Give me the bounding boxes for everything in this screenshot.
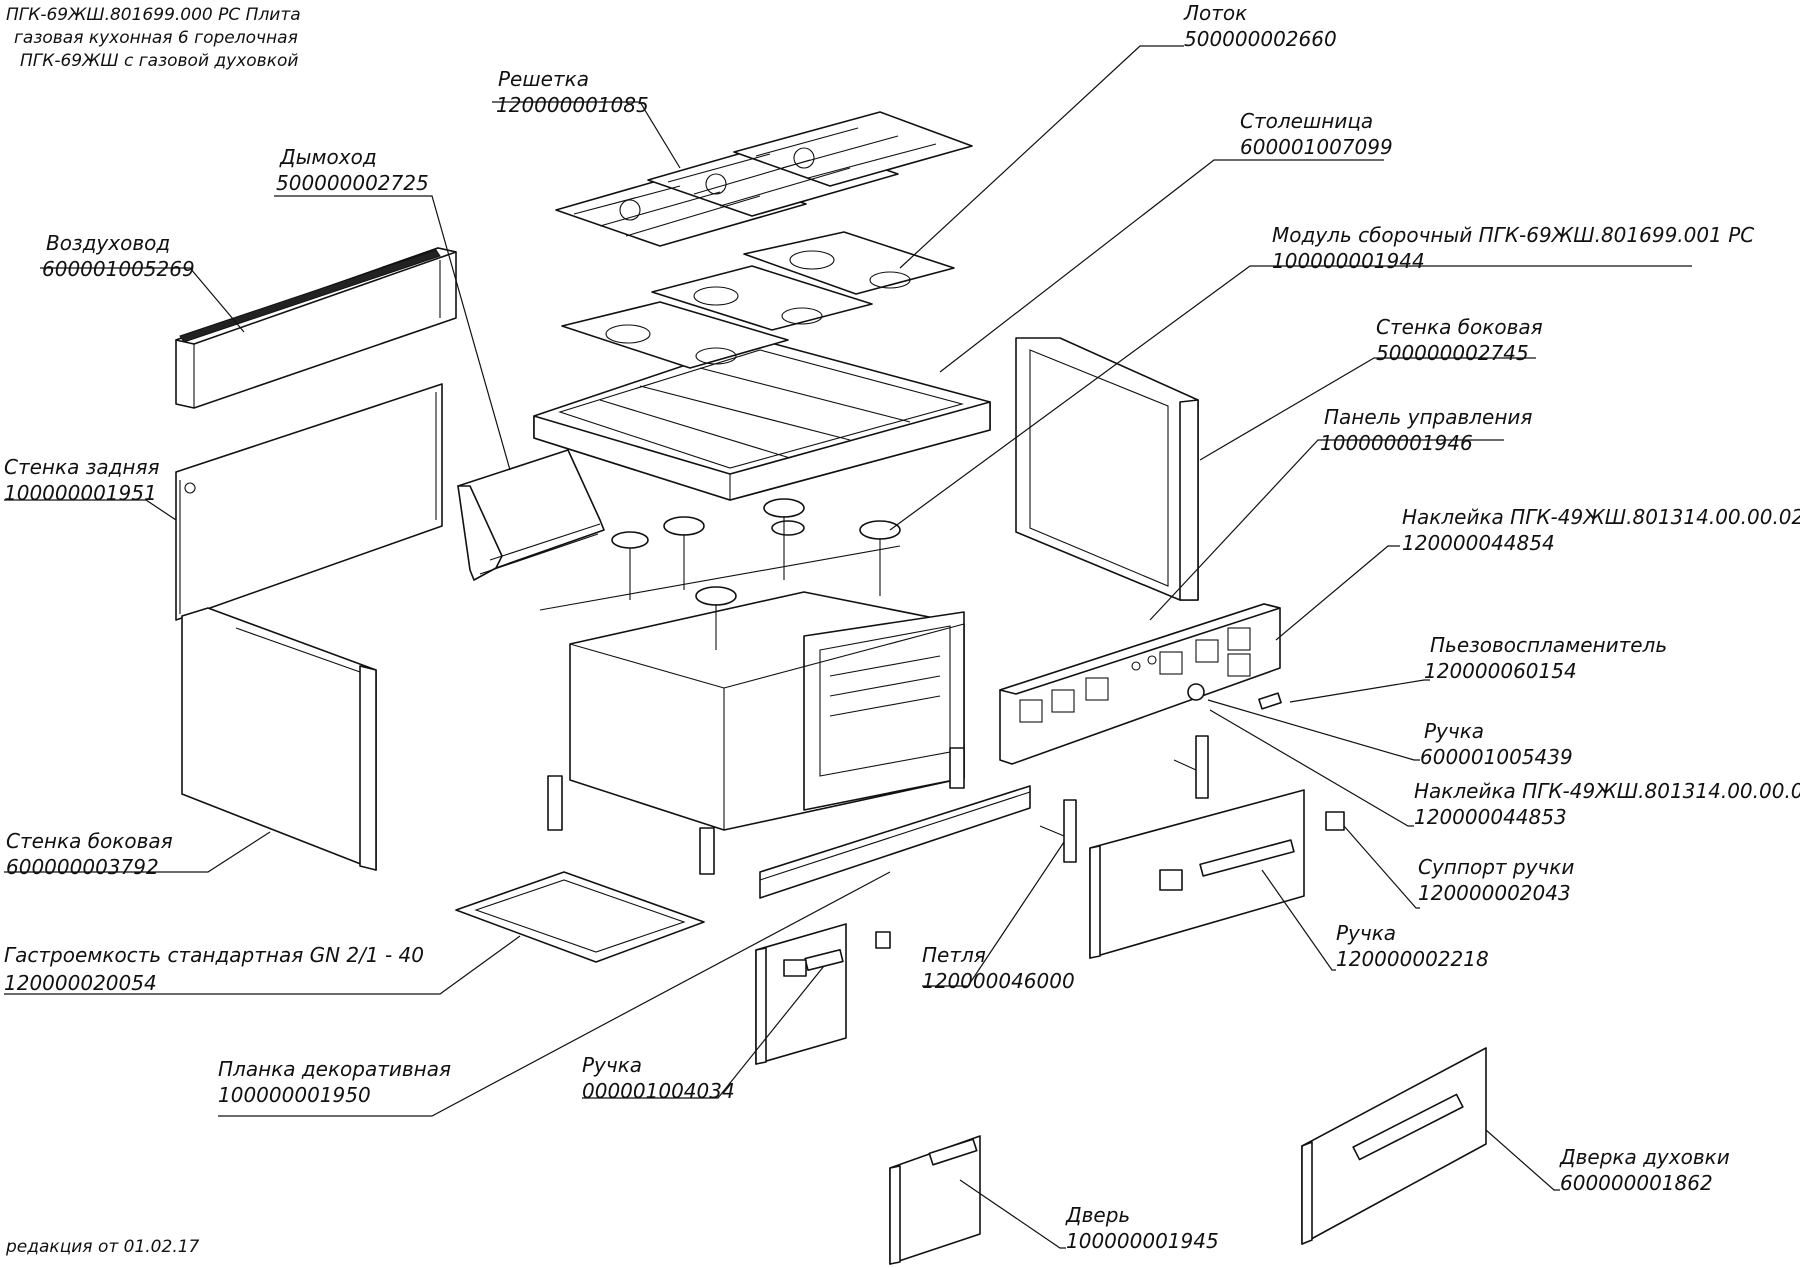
callout-code: 600001007099 [1240,135,1393,159]
callout-piezo: Пьезовоспламенитель 120000060154 [1424,633,1667,683]
callout-name: Ручка [1336,921,1396,945]
drip-trays-part [561,231,955,369]
callout-handle-small: Ручка 000001004034 [582,1053,735,1103]
callout-name: Дверь [1065,1203,1130,1227]
callout-grate: Решетка 120000001085 [496,67,649,117]
callout-code: 100000001945 [1066,1229,1219,1253]
air-duct-part [175,247,457,409]
callout-gastronorm: Гастроемкость стандартная GN 2/1 - 40 12… [4,943,424,995]
callout-name: Гастроемкость стандартная GN 2/1 - 40 [4,943,424,967]
callout-name: Панель управления [1324,405,1532,429]
callout-side-wall-left: Стенка боковая 600000003792 [6,829,173,879]
callout-code: 120000060154 [1424,659,1577,683]
callout-name: Стенка задняя [4,455,160,479]
callout-name: Дверка духовки [1559,1145,1730,1169]
callout-code: 600001005439 [1420,745,1573,769]
title-line-1: ПГК-69ЖШ.801699.000 РС Плита [6,5,301,25]
callout-code: 100000001951 [4,481,157,505]
callout-flue: Дымоход 500000002725 [276,145,429,195]
right-side-wall-part [1015,337,1199,601]
callout-code: 120000001085 [496,93,649,117]
callout-name: Пьезовоспламенитель [1430,633,1667,657]
back-wall-part [175,383,443,621]
callout-sticker-01: Наклейка ПГК-49ЖШ.801314.00.00.026-01 12… [1402,505,1800,555]
callout-name: Стенка боковая [6,829,173,853]
callout-air-duct: Воздуховод 600001005269 [42,231,195,281]
large-door-part [1089,789,1305,959]
callout-sticker: Наклейка ПГК-49ЖШ.801314.00.00.026 12000… [1414,779,1800,829]
callout-name: Дымоход [279,145,377,169]
callout-side-wall-right: Стенка боковая 500000002745 [1376,315,1543,365]
callout-code: 120000002218 [1336,947,1489,971]
callout-decorative-strip: Планка декоративная 100000001950 [218,1057,451,1107]
left-side-wall-part [181,607,377,871]
callout-assembly-module: Модуль сборочный ПГК-69ЖШ.801699.001 РС … [1272,223,1754,273]
callout-code: 120000046000 [922,969,1075,993]
callout-control-panel: Панель управления 100000001946 [1320,405,1532,455]
callout-code: 500000002745 [1376,341,1529,365]
hinge-part [1039,735,1209,863]
handle-support-part [1325,811,1345,831]
callout-name: Столешница [1240,109,1373,133]
title-line-3: ПГК-69ЖШ с газовой духовкой [20,51,298,71]
callout-oven-door: Дверка духовки 600000001862 [1559,1145,1730,1195]
callout-name: Стенка боковая [1376,315,1543,339]
revision-note: редакция от 01.02.17 [5,1237,200,1257]
callout-name: Модуль сборочный ПГК-69ЖШ.801699.001 РС [1272,223,1754,247]
callout-code: 600000001862 [1560,1171,1713,1195]
callout-code: 600001005269 [42,257,195,281]
tabletop-part [533,339,991,501]
callout-name: Наклейка ПГК-49ЖШ.801314.00.00.026 [1414,779,1800,803]
callout-name: Планка декоративная [218,1057,451,1081]
callout-back-wall: Стенка задняя 100000001951 [4,455,160,505]
callout-tabletop: Столешница 600001007099 [1240,109,1393,159]
piezo-igniter-part [1258,692,1282,710]
oven-door-part [1301,1047,1487,1245]
leader-lines [4,45,1692,1249]
flue-part [457,449,605,581]
knob-part [1187,683,1205,701]
assembly-module-part [539,498,965,875]
door-part [889,1135,981,1265]
callout-name: Воздуховод [46,231,170,255]
callout-code: 500000002660 [1184,27,1337,51]
callout-name: Петля [922,943,986,967]
callout-code: 500000002725 [276,171,429,195]
callout-code: 600000003792 [6,855,159,879]
small-door-part [755,923,891,1065]
callout-name: Ручка [582,1053,642,1077]
callout-code: 000001004034 [582,1079,735,1103]
callout-code: 120000020054 [4,971,157,995]
callout-lid-tray: Лоток 500000002660 [1183,1,1337,51]
grates-part [555,111,973,247]
gastronorm-tray-part [455,871,705,963]
callout-name: Ручка [1424,719,1484,743]
callout-code: 100000001946 [1320,431,1473,455]
control-panel-part [999,603,1281,765]
callout-code: 100000001950 [218,1083,371,1107]
title-line-2: газовая кухонная 6 горелочная [14,28,298,48]
callout-door: Дверь 100000001945 [1065,1203,1219,1253]
callout-name: Наклейка ПГК-49ЖШ.801314.00.00.026-01 [1402,505,1800,529]
callout-name: Лоток [1183,1,1247,25]
callout-handle-support: Суппорт ручки 120000002043 [1418,855,1574,905]
callout-knob: Ручка 600001005439 [1420,719,1573,769]
callout-handle-long: Ручка 120000002218 [1336,921,1489,971]
decorative-strip-part [759,785,1031,899]
callout-name: Решетка [498,67,589,91]
callout-code: 120000044853 [1414,805,1567,829]
callout-code: 120000044854 [1402,531,1555,555]
callout-code: 100000001944 [1272,249,1425,273]
callout-code: 120000002043 [1418,881,1571,905]
callout-name: Суппорт ручки [1418,855,1574,879]
callout-hinge: Петля 120000046000 [922,943,1075,993]
